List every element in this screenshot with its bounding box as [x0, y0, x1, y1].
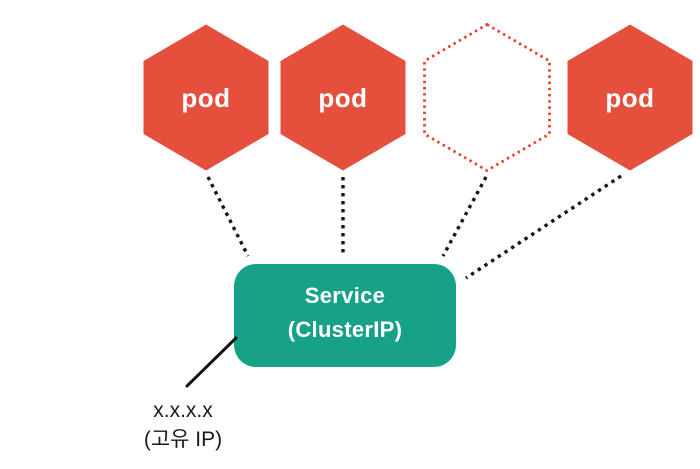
- pod-1-shape: [143, 24, 269, 171]
- pod-3-dotted-outline: [423, 22, 551, 173]
- service-label-line2: (ClusterIP): [288, 317, 403, 342]
- pod-hexagon-3-dotted: [423, 22, 551, 173]
- pod-1-label: pod: [181, 83, 230, 113]
- ip-label-line1: x.x.x.x: [153, 399, 213, 422]
- pod-4-label: pod: [605, 83, 654, 113]
- service-label-line1: Service: [305, 283, 385, 308]
- connector-pod1-service: [206, 176, 250, 257]
- pod-hexagon-2: pod: [280, 24, 406, 171]
- ip-annotation: x.x.x.x (고유 IP): [144, 399, 222, 451]
- connector-pod3-service: [441, 176, 488, 257]
- ip-pointer-line: [185, 336, 238, 388]
- pod-hexagon-1: pod: [143, 24, 269, 171]
- service-box-shape: [234, 264, 456, 367]
- connector-pod4-service: [465, 174, 622, 280]
- ip-label-line2: (고유 IP): [144, 428, 222, 451]
- service-box: Service (ClusterIP): [234, 264, 456, 367]
- pod-2-shape: [280, 24, 406, 171]
- pod-2-label: pod: [318, 83, 367, 113]
- pod-4-shape: [567, 24, 693, 171]
- pod-hexagon-4: pod: [567, 24, 693, 171]
